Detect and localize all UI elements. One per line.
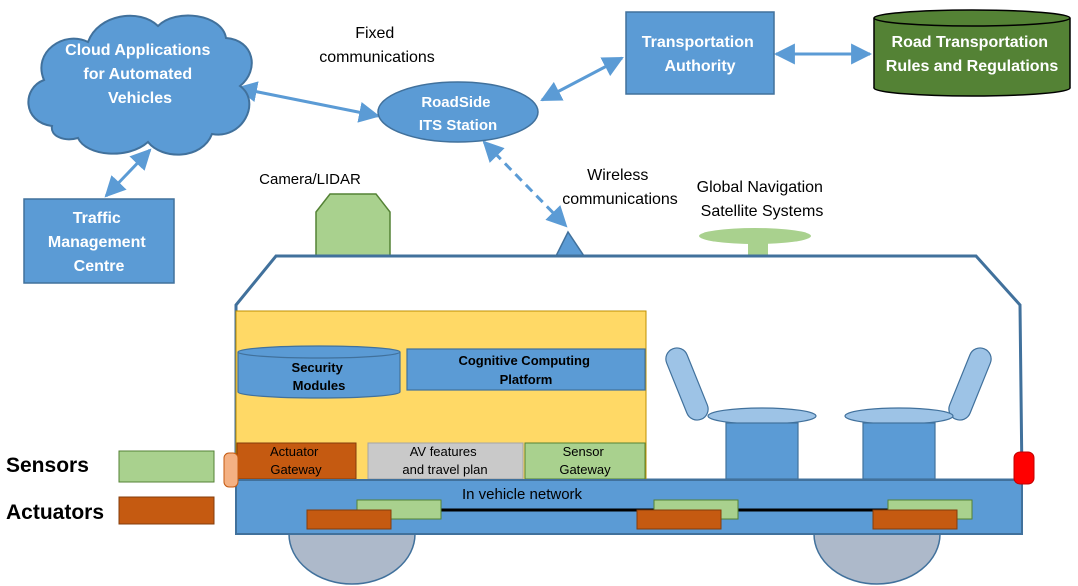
- roadside-label: RoadSide ITS Station: [419, 94, 497, 134]
- traffic-management-box: [23, 198, 175, 284]
- av-features-box: [367, 442, 524, 480]
- road-rules-cylinder: [873, 9, 1071, 97]
- transportation-authority-label: Transportation Authority: [642, 34, 758, 75]
- actuator-gateway-box: [236, 442, 357, 480]
- roadside-to-authority-arrow: [540, 56, 624, 102]
- legend-sensors-swatch: [118, 450, 215, 483]
- wireless-link-arrow: [482, 140, 568, 228]
- in-vehicle-network-label: In vehicle network: [462, 486, 583, 503]
- wheel-right: [813, 533, 941, 585]
- front-light: [1013, 451, 1035, 485]
- cognitive-computing-label: Cognitive Computing Platform: [458, 353, 593, 387]
- cognitive-computing-box: [406, 348, 646, 391]
- legend-actuators-label: Actuators: [6, 501, 104, 524]
- camera-lidar-sensor: [315, 193, 391, 257]
- sensor-gateway-box: [524, 442, 646, 480]
- av-features-label: AV features and travel plan: [402, 444, 487, 477]
- sensor-gateway-label: Sensor Gateway: [559, 444, 611, 477]
- seat-left: [665, 347, 817, 480]
- gnss-antenna: [699, 228, 811, 256]
- traffic-management-label: Traffic Management Centre: [48, 210, 150, 275]
- road-rules-label: Road Transportation Rules and Regulation…: [886, 34, 1059, 75]
- transportation-authority-box: [625, 11, 775, 95]
- network-actuator-2: [636, 509, 722, 530]
- network-actuator-1: [306, 509, 392, 530]
- seat-right: [844, 347, 992, 480]
- wheel-left: [288, 533, 416, 585]
- network-actuator-3: [872, 509, 958, 530]
- cloud-shape: [27, 14, 253, 156]
- gnss-label: Global Navigation Satellite Systems: [697, 179, 828, 220]
- cloud-to-roadside-arrow: [235, 81, 381, 123]
- actuator-gateway-label: Actuator Gateway: [270, 444, 322, 477]
- security-modules-cylinder: [237, 345, 401, 399]
- roadside-its-station: [377, 81, 539, 143]
- legend-actuators-swatch: [118, 496, 215, 525]
- fixed-communications-label: Fixed communications: [319, 25, 435, 66]
- rear-light: [223, 452, 239, 488]
- cloud-to-traffic-arrow: [104, 148, 152, 198]
- vehicle-antenna: [554, 230, 586, 257]
- wireless-communications-label: Wireless communications: [562, 167, 678, 208]
- camera-lidar-label: Camera/LIDAR: [259, 171, 361, 188]
- security-modules-label: Security Modules: [292, 360, 347, 393]
- cloud-label: Cloud Applications for Automated Vehicle…: [65, 42, 215, 107]
- legend-sensors-label: Sensors: [6, 454, 89, 477]
